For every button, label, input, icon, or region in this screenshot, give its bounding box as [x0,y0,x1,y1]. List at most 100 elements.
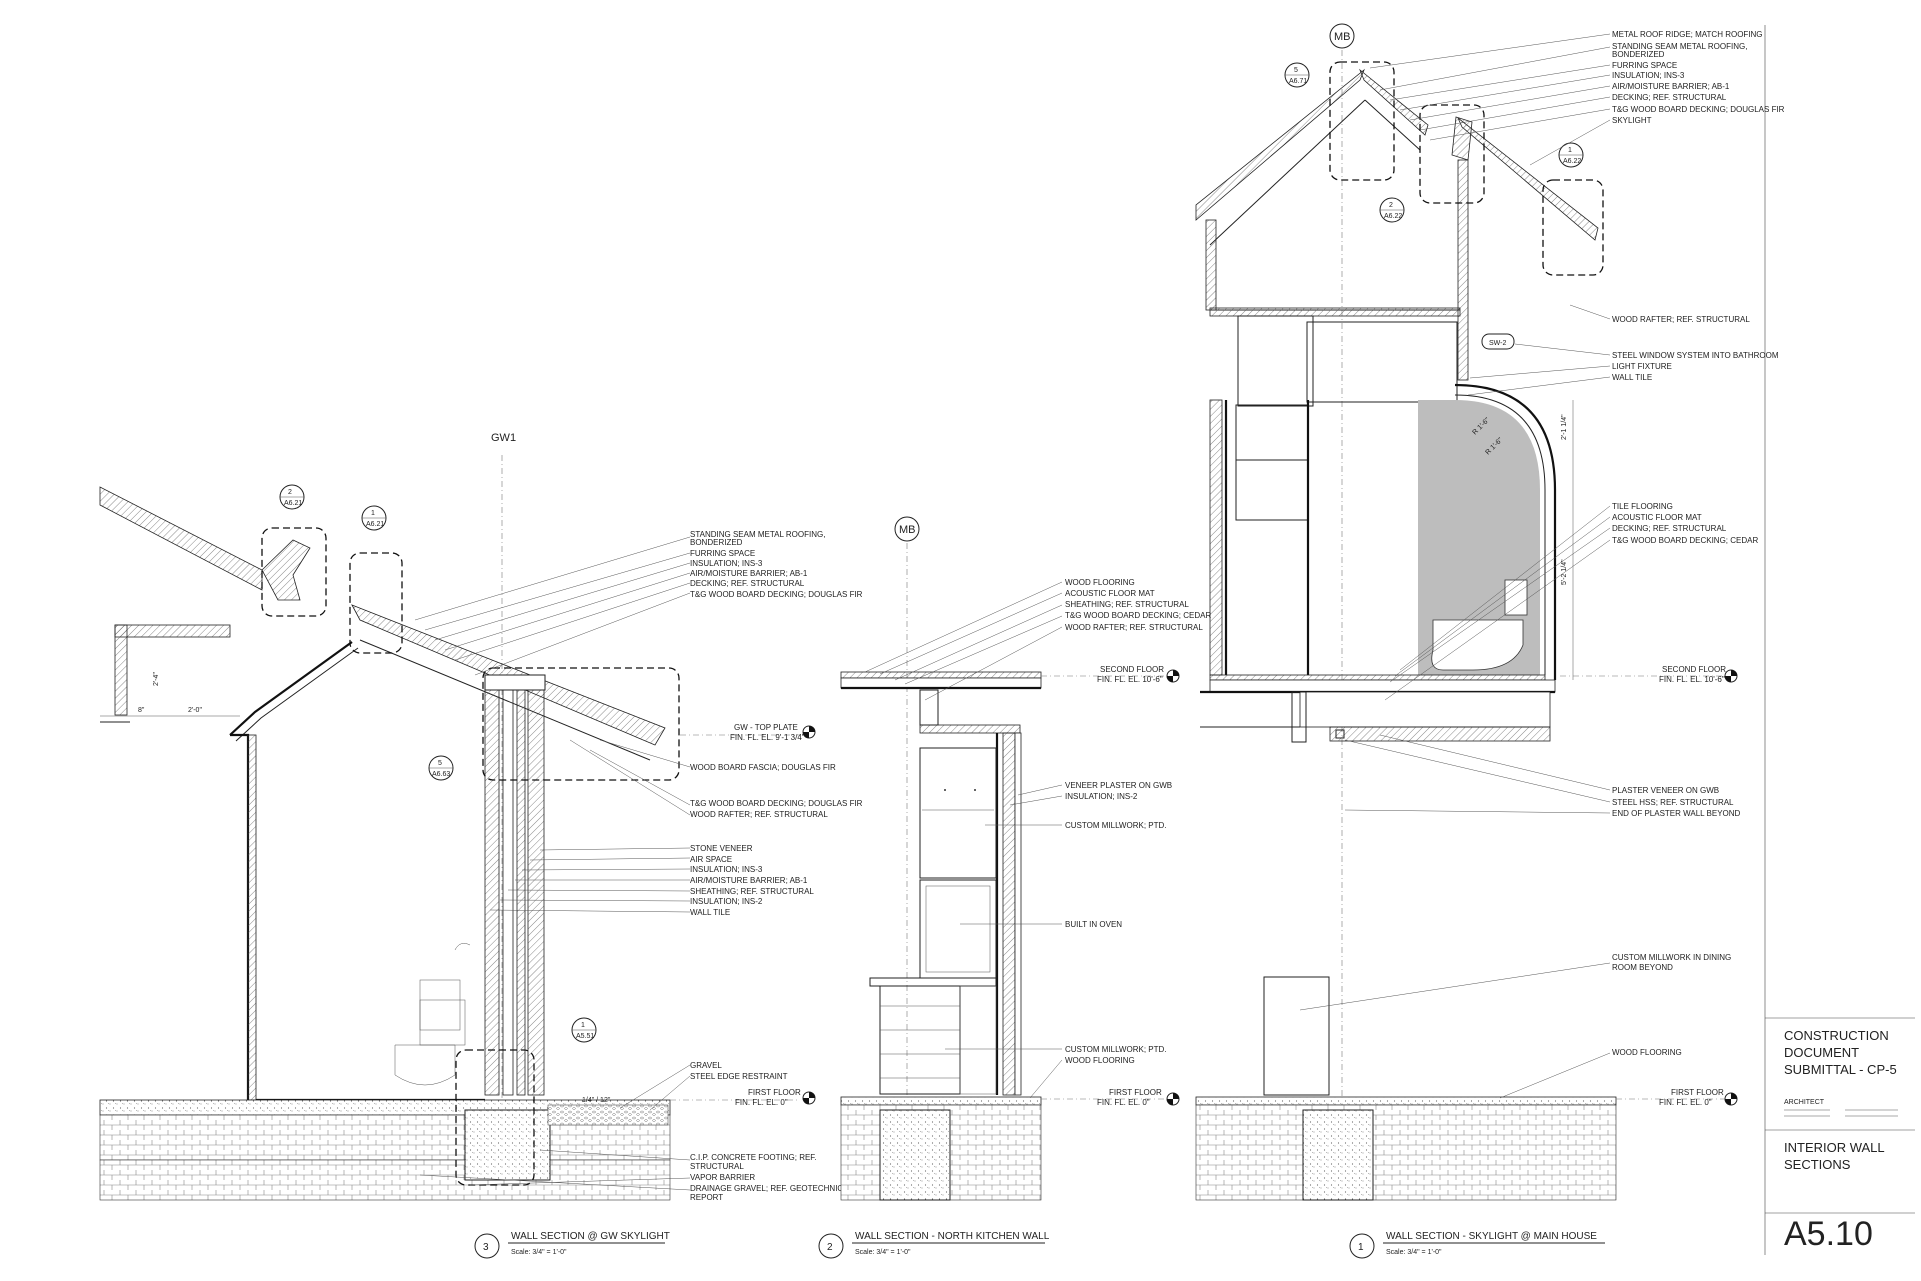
svg-text:STONE VENEER: STONE VENEER [690,844,753,853]
tag-2-a6-21[interactable]: 2 A6.21 [279,484,305,510]
level-first-floor-gw: FIRST FLOOR FIN. FL. EL. 0" [670,1088,816,1107]
svg-text:WALL TILE: WALL TILE [690,908,730,917]
svg-text:STEEL WINDOW SYSTEM INTO BATHR: STEEL WINDOW SYSTEM INTO BATHROOM [1612,351,1779,360]
svg-text:STANDING SEAM METAL ROOFING,: STANDING SEAM METAL ROOFING, [690,530,825,539]
svg-text:SHEATHING; REF. STRUCTURAL: SHEATHING; REF. STRUCTURAL [690,887,814,896]
level-second-floor-main: SECOND FLOOR FIN. FL. EL. 10'-6" [1560,665,1738,684]
tag-5-a6-71[interactable]: 5 A6.71 [1284,62,1310,88]
notes-floor-kitchen: WOOD FLOORING ACOUSTIC FLOOR MAT SHEATHI… [1065,578,1211,632]
svg-text:3: 3 [483,1242,489,1253]
svg-text:Scale: 3/4" = 1'-0": Scale: 3/4" = 1'-0" [855,1249,911,1256]
svg-text:LIGHT FIXTURE: LIGHT FIXTURE [1612,362,1672,371]
svg-text:WOOD RAFTER; REF. STRUCTURAL: WOOD RAFTER; REF. STRUCTURAL [690,810,828,819]
svg-text:ACOUSTIC FLOOR MAT: ACOUSTIC FLOOR MAT [1065,589,1155,598]
svg-text:FIN. FL. EL. 9'-1 3/4": FIN. FL. EL. 9'-1 3/4" [730,733,805,742]
gridline-mb-2: MB [894,516,920,542]
note-built-in-oven: BUILT IN OVEN [1065,920,1122,929]
status-line-1: CONSTRUCTION [1784,1028,1889,1043]
svg-text:CUSTOM MILLWORK; PTD.: CUSTOM MILLWORK; PTD. [1065,1045,1167,1054]
svg-text:BONDERIZED: BONDERIZED [690,538,743,547]
tag-1-a6-21[interactable]: 1 A6.21 [361,505,387,531]
level-first-floor-main: FIRST FLOOR FIN. FL. EL. 0" [1616,1088,1738,1107]
sheet-number: A5.10 [1784,1215,1873,1253]
svg-text:1: 1 [1568,147,1572,154]
tag-2-a6-22[interactable]: 2 A6.22 [1379,197,1405,223]
svg-text:BONDERIZED: BONDERIZED [1612,50,1665,59]
svg-text:T&G WOOD BOARD DECKING; DOUGLA: T&G WOOD BOARD DECKING; DOUGLAS FIR [690,799,863,808]
built-in-oven [919,879,997,979]
level-gw-top-plate: GW - TOP PLATE FIN. FL. EL. 9'-1 3/4" [680,723,816,742]
svg-text:A6.71: A6.71 [1289,78,1307,85]
detail-3-title: 3 WALL SECTION @ GW SKYLIGHT Scale: 3/4"… [474,1231,670,1259]
svg-text:FIRST FLOOR: FIRST FLOOR [748,1088,801,1097]
svg-text:ROOM BEYOND: ROOM BEYOND [1612,963,1673,972]
dim-2ft1in: 2'-1 1/4" [1561,414,1568,440]
status-line-3: SUBMITTAL - CP-5 [1784,1062,1897,1077]
concrete-footing [464,1109,551,1181]
svg-text:STEEL HSS; REF. STRUCTURAL: STEEL HSS; REF. STRUCTURAL [1612,798,1734,807]
svg-text:AIR/MOISTURE BARRIER; AB-1: AIR/MOISTURE BARRIER; AB-1 [690,569,808,578]
svg-text:END OF PLASTER WALL BEYOND: END OF PLASTER WALL BEYOND [1612,809,1741,818]
svg-text:A6.22: A6.22 [1563,158,1581,165]
svg-text:A6.21: A6.21 [366,521,384,528]
svg-text:VAPOR BARRIER: VAPOR BARRIER [690,1173,755,1182]
svg-text:T&G WOOD BOARD DECKING; CEDAR: T&G WOOD BOARD DECKING; CEDAR [1065,611,1211,620]
svg-text:2: 2 [827,1242,833,1253]
svg-text:FIN. FL. EL. 0": FIN. FL. EL. 0" [735,1098,788,1107]
svg-text:FURRING SPACE: FURRING SPACE [1612,61,1677,70]
note-wood-flooring-main: WOOD FLOORING [1612,1048,1682,1057]
svg-text:SKYLIGHT: SKYLIGHT [1612,116,1652,125]
svg-text:STEEL EDGE RESTRAINT: STEEL EDGE RESTRAINT [690,1072,788,1081]
svg-text:DRAINAGE GRAVEL; REF. GEOTECHN: DRAINAGE GRAVEL; REF. GEOTECHNICAL [690,1184,854,1193]
skylight-upper [1451,116,1473,161]
tag-5-a6-63[interactable]: 5 A6.63 [428,755,454,781]
svg-text:ACOUSTIC FLOOR MAT: ACOUSTIC FLOOR MAT [1612,513,1702,522]
svg-text:SHEATHING; REF. STRUCTURAL: SHEATHING; REF. STRUCTURAL [1065,600,1189,609]
svg-text:FIRST FLOOR: FIRST FLOOR [1109,1088,1162,1097]
detail-1-skylight-main-house: MB R 1'-6" R 1'-6" [1195,23,1785,1259]
roof-assembly-upper [99,486,263,591]
level-second-floor-kitchen: SECOND FLOOR FIN. FL. EL. 10'-6" [1041,665,1180,684]
roof-main-left [1195,68,1365,221]
level-first-floor-kitchen: FIRST FLOOR FIN. FL. EL. 0" [1041,1088,1180,1107]
svg-text:INSULATION; INS-2: INSULATION; INS-2 [690,897,763,906]
svg-text:INSULATION; INS-2: INSULATION; INS-2 [1065,792,1138,801]
status-line-2: DOCUMENT [1784,1045,1859,1060]
dining-millwork [1263,976,1330,1096]
svg-text:WOOD FLOORING: WOOD FLOORING [1065,1056,1135,1065]
svg-text:WOOD FLOORING: WOOD FLOORING [1065,578,1135,587]
svg-text:GW - TOP PLATE: GW - TOP PLATE [734,723,798,732]
svg-text:TILE FLOORING: TILE FLOORING [1612,502,1673,511]
svg-text:FIN. FL. EL. 0": FIN. FL. EL. 0" [1097,1098,1150,1107]
gravel-bed [547,1104,669,1126]
footing-1 [1302,1109,1374,1201]
svg-text:A6.21: A6.21 [284,500,302,507]
dim-5ft2in: 5'-2 1/4" [1561,559,1568,585]
svg-text:T&G WOOD BOARD DECKING; DOUGLA: T&G WOOD BOARD DECKING; DOUGLAS FIR [690,590,863,599]
svg-text:SECOND FLOOR: SECOND FLOOR [1100,665,1164,674]
title-block: CONSTRUCTION DOCUMENT SUBMITTAL - CP-5 A… [1764,25,1915,1255]
svg-text:AIR/MOISTURE BARRIER; AB-1: AIR/MOISTURE BARRIER; AB-1 [690,876,808,885]
svg-text:1: 1 [371,510,375,517]
svg-text:METAL ROOF RIDGE; MATCH ROOFIN: METAL ROOF RIDGE; MATCH ROOFING [1612,30,1763,39]
svg-text:DECKING; REF. STRUCTURAL: DECKING; REF. STRUCTURAL [1612,524,1727,533]
notes-base-kitchen: CUSTOM MILLWORK; PTD. WOOD FLOORING [1065,1045,1167,1065]
svg-text:2: 2 [1389,202,1393,209]
svg-text:INSULATION; INS-3: INSULATION; INS-3 [690,559,763,568]
sheet-title-2: SECTIONS [1784,1157,1851,1172]
svg-text:5: 5 [1294,67,1298,74]
tag-1-a6-22[interactable]: 1 A6.22 [1558,142,1584,168]
window-tag-sw-2[interactable]: SW-2 [1481,333,1515,350]
svg-text:AIR/MOISTURE BARRIER; AB-1: AIR/MOISTURE BARRIER; AB-1 [1612,82,1730,91]
toilet-main [1431,579,1528,671]
detail-2-north-kitchen-wall: MB [818,516,1211,1259]
notes-rafter-gw: T&G WOOD BOARD DECKING; DOUGLAS FIR WOOD… [690,799,863,819]
note-fascia: WOOD BOARD FASCIA; DOUGLAS FIR [690,763,836,772]
tag-1-a5-51[interactable]: 1 A5.51 [571,1017,597,1043]
svg-text:FIN. FL. EL. 10'-6": FIN. FL. EL. 10'-6" [1659,675,1725,684]
svg-text:SECOND FLOOR: SECOND FLOOR [1662,665,1726,674]
svg-text:AIR SPACE: AIR SPACE [690,855,732,864]
roof-main-right [1457,117,1599,241]
svg-text:A6.22: A6.22 [1384,213,1402,220]
